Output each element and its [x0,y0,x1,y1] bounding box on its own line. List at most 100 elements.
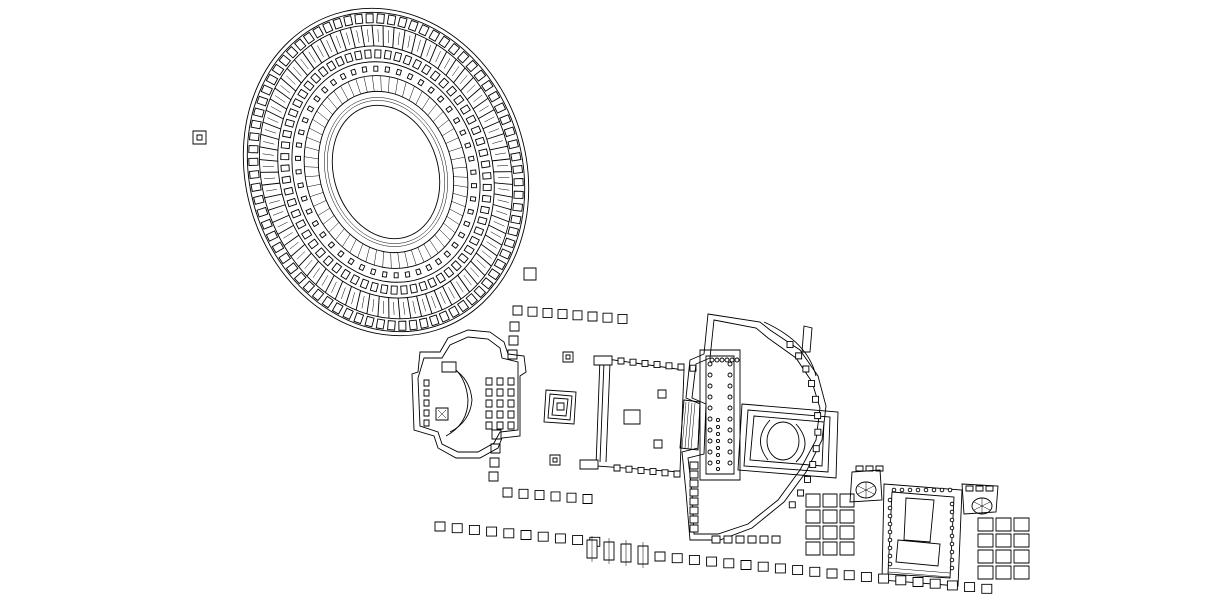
basilica-column [796,353,802,359]
radial-wall [263,118,281,134]
room [823,526,837,539]
inner-pier [296,170,301,174]
basilica-column [708,428,712,432]
basilica-column [728,428,732,432]
forum-square [524,268,696,477]
buttress [690,507,698,514]
radial-wall [331,281,348,299]
middle-pier [384,50,391,59]
forum-pedestals [524,268,666,469]
middle-pier [341,269,350,279]
forum-column [614,465,620,471]
radial-wall [309,51,316,64]
inner-wall [451,156,465,162]
buttress [690,516,698,523]
middle-pier [308,239,318,249]
outer-pier [514,191,523,198]
radial-wall [349,27,357,47]
outer-pier [266,74,277,84]
inner-pier [330,79,336,85]
middle-pier [298,89,308,98]
room [978,566,993,579]
inner-pier [428,87,434,93]
middle-pier [466,115,476,124]
street-row-piers [435,522,992,593]
outer-pier [254,195,264,204]
room [866,466,873,471]
inner-wall [362,247,374,262]
colonnade-block [618,314,627,323]
radial-wall [450,66,461,76]
radial-wall [289,242,300,249]
se-column [888,538,892,542]
colonnade-block [489,472,498,481]
basilica-column [728,439,732,443]
radial-wall [303,260,314,269]
room [996,534,1011,547]
inner-pier [471,170,476,174]
radial-wall [277,225,295,234]
street-pier [879,574,889,583]
inner-pier [471,184,476,188]
street-pier [538,532,548,541]
middle-pier [454,95,464,105]
inner-wall [327,95,337,111]
inner-wall [378,252,388,268]
inner-pier [418,79,424,85]
inner-pier [340,73,346,79]
buttress [736,536,744,543]
radial-wall [464,266,477,286]
outer-pier [419,318,428,328]
radial-wall [317,45,323,58]
outer-pier [513,166,523,174]
radial-wall [320,275,331,285]
radial-wall [265,127,276,137]
street-pier [896,576,906,585]
buttress [724,536,732,543]
inner-wall [348,81,354,97]
basilica-buttresses [690,462,780,543]
middle-pier [410,284,417,293]
amphitheatre-outer-piers [208,0,563,366]
room [1014,518,1029,531]
forum-column [638,467,644,473]
outer-pier [482,80,493,91]
inner-pier [371,269,376,275]
outer-pier [303,32,314,43]
inner-wall [369,76,377,92]
room [806,510,820,523]
se-column [948,488,952,492]
radial-wall [380,301,388,314]
inner-pier [306,209,312,215]
radial-wall [442,59,460,75]
middle-pier [282,176,291,183]
radial-wall [289,244,307,256]
inner-pier [453,117,459,123]
radial-wall [365,29,371,42]
street-pier [913,578,923,587]
basilica-column [716,425,719,428]
radial-wall [458,273,470,294]
arena-floor [316,91,457,252]
inner-pier [301,196,307,201]
temple-column [497,422,503,429]
middle-pier [464,245,474,254]
forum-column [630,359,636,365]
inner-wall [452,198,466,210]
radial-wall [277,222,288,227]
middle-pier [281,165,289,172]
radial-wall [330,34,338,54]
radial-wall [492,140,503,144]
inner-wall [304,163,318,172]
temple-column [508,411,514,418]
street-pier [861,572,871,581]
radial-wall [416,39,432,58]
inner-wall [305,143,319,154]
basilica-column [803,366,809,372]
radial-wall [431,296,435,309]
basilica-column [815,429,821,435]
basilica-columns [708,342,821,508]
temple-precinct [412,306,627,504]
colonnade-block [558,310,567,319]
radial-wall [270,95,287,113]
